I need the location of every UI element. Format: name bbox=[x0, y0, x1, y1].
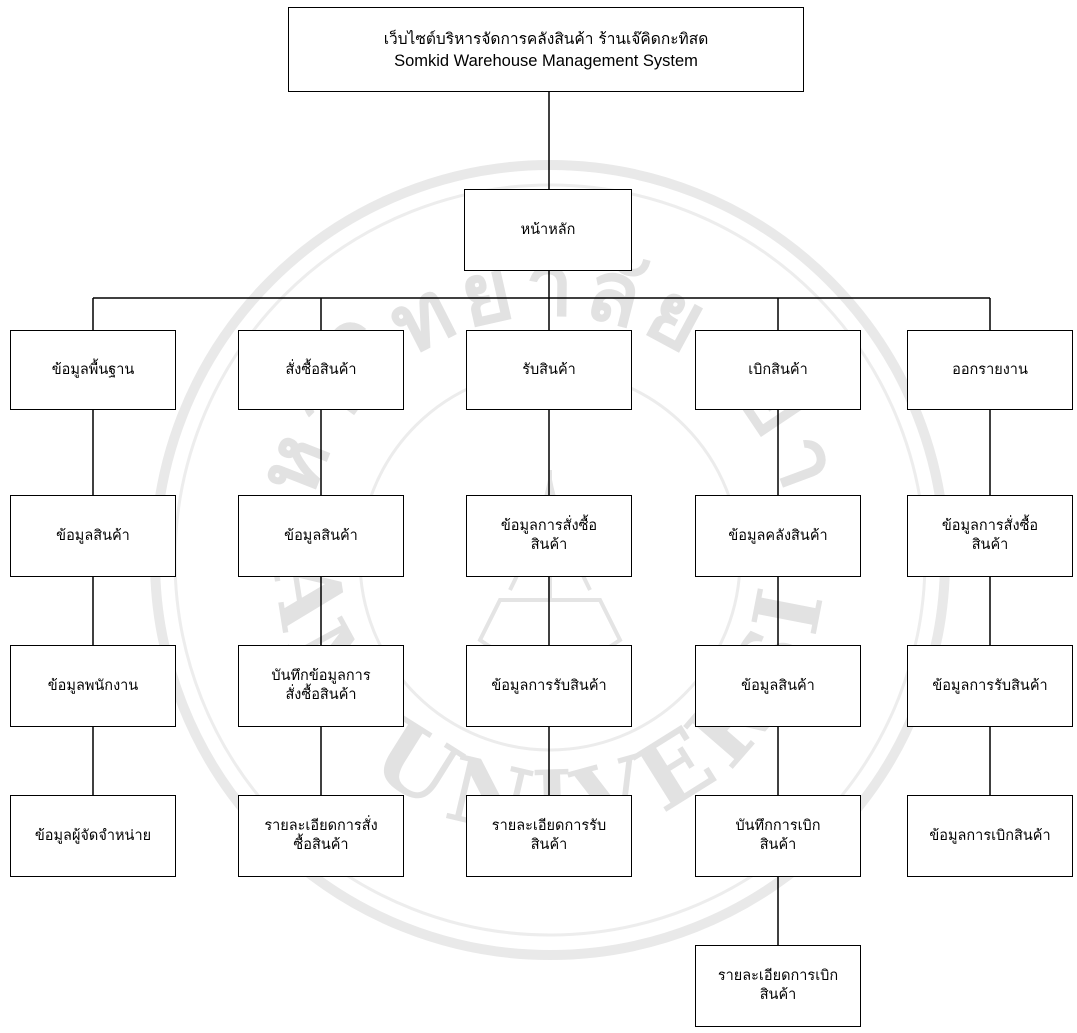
home-box[interactable]: หน้าหลัก bbox=[464, 189, 632, 271]
item-box-col2-2-label-line-2: สั่งซื้อสินค้า bbox=[285, 687, 357, 703]
item-box-col3-3[interactable]: รายละเอียดการรับสินค้า bbox=[466, 795, 632, 877]
title-english: Somkid Warehouse Management System bbox=[394, 51, 698, 70]
item-box-col1-1-label-line-1: ข้อมูลสินค้า bbox=[56, 527, 130, 544]
item-box-col4-3-label-line-2: สินค้า bbox=[759, 837, 797, 853]
item-box-col4-4[interactable]: รายละเอียดการเบิกสินค้า bbox=[695, 945, 861, 1027]
item-box-col5-2-label-line-1: ข้อมูลการรับสินค้า bbox=[932, 677, 1048, 694]
home-label: หน้าหลัก bbox=[520, 221, 576, 238]
title-box: เว็บไซต์บริหารจัดการคลังสินค้า ร้านเจ๊คิ… bbox=[288, 7, 804, 92]
category-box-2[interactable]: สั่งซื้อสินค้า bbox=[238, 330, 404, 410]
item-box-col4-3[interactable]: บันทึกการเบิกสินค้า bbox=[695, 795, 861, 877]
category-label-2: สั่งซื้อสินค้า bbox=[285, 361, 357, 378]
item-box-col2-3[interactable]: รายละเอียดการสั่งซื้อสินค้า bbox=[238, 795, 404, 877]
item-box-col3-1[interactable]: ข้อมูลการสั่งซื้อสินค้า bbox=[466, 495, 632, 577]
item-box-col2-1-label-line-1: ข้อมูลสินค้า bbox=[284, 527, 358, 544]
category-label-3: รับสินค้า bbox=[522, 361, 576, 378]
item-box-col1-1[interactable]: ข้อมูลสินค้า bbox=[10, 495, 176, 577]
category-label-1: ข้อมูลพื้นฐาน bbox=[51, 361, 135, 378]
category-box-4[interactable]: เบิกสินค้า bbox=[695, 330, 861, 410]
item-box-col1-2-label-line-1: ข้อมูลพนักงาน bbox=[47, 677, 139, 694]
item-box-col4-3-label-line-1: บันทึกการเบิก bbox=[735, 818, 821, 834]
item-box-col2-1[interactable]: ข้อมูลสินค้า bbox=[238, 495, 404, 577]
item-box-col4-2[interactable]: ข้อมูลสินค้า bbox=[695, 645, 861, 727]
item-box-col5-1-label-line-1: ข้อมูลการสั่งซื้อ bbox=[941, 518, 1039, 534]
item-box-col2-2[interactable]: บันทึกข้อมูลการสั่งซื้อสินค้า bbox=[238, 645, 404, 727]
item-box-col2-2-label-line-1: บันทึกข้อมูลการ bbox=[271, 668, 371, 684]
item-box-col5-3-label-line-1: ข้อมูลการเบิกสินค้า bbox=[929, 827, 1051, 844]
category-box-5[interactable]: ออกรายงาน bbox=[907, 330, 1073, 410]
item-box-col4-1-label-line-1: ข้อมูลคลังสินค้า bbox=[728, 527, 828, 544]
item-box-col1-3[interactable]: ข้อมูลผู้จัดจำหน่าย bbox=[10, 795, 176, 877]
item-box-col1-2[interactable]: ข้อมูลพนักงาน bbox=[10, 645, 176, 727]
item-box-col3-3-label-line-2: สินค้า bbox=[530, 837, 568, 853]
item-box-col5-1-label-line-2: สินค้า bbox=[971, 537, 1009, 553]
category-label-5: ออกรายงาน bbox=[952, 361, 1028, 378]
item-box-col5-2[interactable]: ข้อมูลการรับสินค้า bbox=[907, 645, 1073, 727]
item-box-col3-1-label-line-2: สินค้า bbox=[530, 537, 568, 553]
item-box-col5-3[interactable]: ข้อมูลการเบิกสินค้า bbox=[907, 795, 1073, 877]
item-box-col1-3-label-line-1: ข้อมูลผู้จัดจำหน่าย bbox=[34, 827, 152, 844]
item-box-col4-1[interactable]: ข้อมูลคลังสินค้า bbox=[695, 495, 861, 577]
item-box-col3-3-label-line-1: รายละเอียดการรับ bbox=[491, 818, 607, 834]
item-box-col4-4-label-line-1: รายละเอียดการเบิก bbox=[717, 968, 839, 984]
item-box-col4-4-label-line-2: สินค้า bbox=[759, 987, 797, 1003]
item-box-col2-3-label-line-1: รายละเอียดการสั่ง bbox=[264, 818, 378, 834]
category-box-3[interactable]: รับสินค้า bbox=[466, 330, 632, 410]
title-thai: เว็บไซต์บริหารจัดการคลังสินค้า ร้านเจ๊คิ… bbox=[383, 29, 709, 48]
item-box-col4-2-label-line-1: ข้อมูลสินค้า bbox=[741, 677, 815, 694]
category-label-4: เบิกสินค้า bbox=[748, 361, 808, 378]
item-box-col5-1[interactable]: ข้อมูลการสั่งซื้อสินค้า bbox=[907, 495, 1073, 577]
category-box-1[interactable]: ข้อมูลพื้นฐาน bbox=[10, 330, 176, 410]
item-box-col3-1-label-line-1: ข้อมูลการสั่งซื้อ bbox=[500, 518, 598, 534]
item-box-col3-2[interactable]: ข้อมูลการรับสินค้า bbox=[466, 645, 632, 727]
item-box-col2-3-label-line-2: ซื้อสินค้า bbox=[293, 837, 349, 853]
item-box-col3-2-label-line-1: ข้อมูลการรับสินค้า bbox=[491, 677, 607, 694]
